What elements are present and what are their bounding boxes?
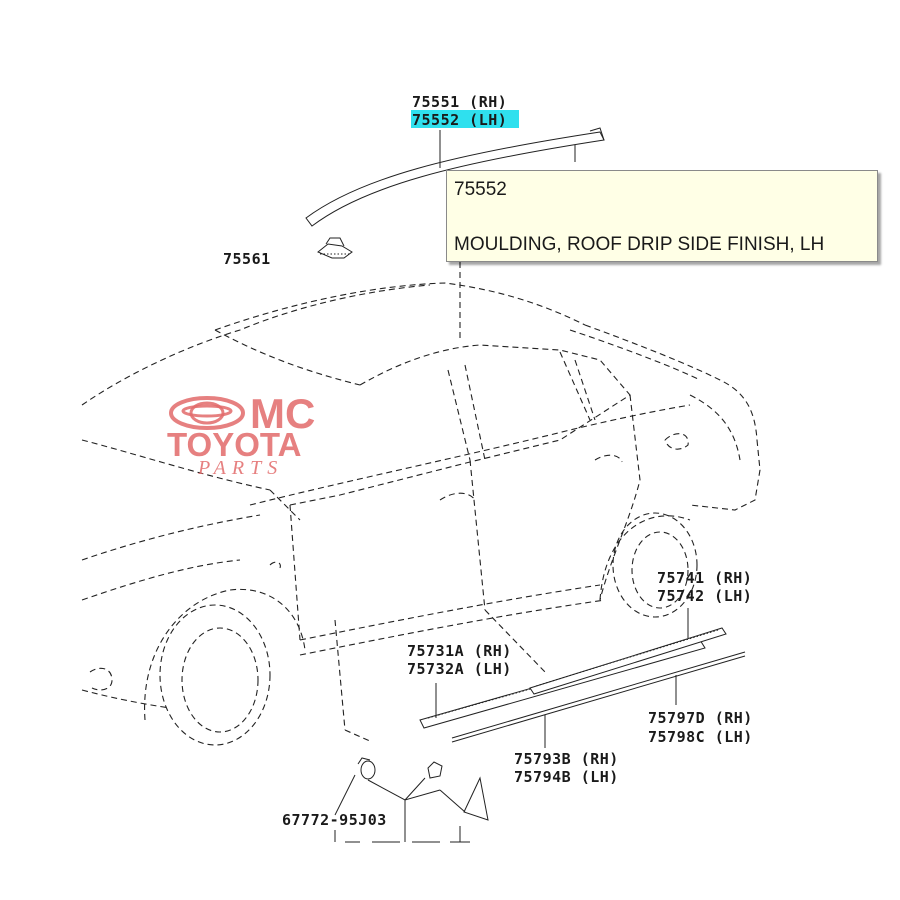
- side-moulding-75793B[interactable]: [451, 651, 746, 743]
- part-label-75742[interactable]: 75742 (LH): [657, 587, 752, 605]
- part-label-75732A[interactable]: 75732A (LH): [407, 660, 512, 678]
- car-body-outline: [81, 282, 761, 746]
- leader-rocker-to-body: [484, 609, 546, 673]
- part-label-75561[interactable]: 75561: [223, 250, 271, 268]
- leader-front-to-clip-2: [344, 729, 373, 743]
- roof-drip-moulding[interactable]: [305, 127, 605, 227]
- tooltip-part-description: MOULDING, ROOF DRIP SIDE FINISH, LH: [454, 234, 825, 255]
- leader-front-to-clip: [334, 619, 346, 731]
- part-label-75731A[interactable]: 75731A (RH): [407, 642, 512, 660]
- watermark-line-2: TOYOTA: [167, 426, 301, 463]
- selected-part-highlight: [411, 110, 519, 128]
- part-label-75794B[interactable]: 75794B (LH): [514, 768, 619, 786]
- clip-75561[interactable]: [317, 237, 353, 259]
- watermark-line-1: MC: [250, 390, 315, 437]
- tooltip-part-code: 75552: [454, 179, 507, 200]
- side-moulding-75741[interactable]: [529, 627, 727, 695]
- watermark-line-3: PARTS: [197, 457, 283, 479]
- part-tooltip: 75552 MOULDING, ROOF DRIP SIDE FINISH, L…: [446, 170, 878, 262]
- part-label-67772[interactable]: 67772-95J03: [282, 811, 387, 829]
- watermark-logo: MC TOYOTA PARTS: [167, 390, 315, 479]
- clip-67772[interactable]: [357, 757, 376, 780]
- part-label-75798C[interactable]: 75798C (LH): [648, 728, 753, 746]
- part-label-75793B[interactable]: 75793B (RH): [514, 750, 619, 768]
- part-label-75797D[interactable]: 75797D (RH): [648, 709, 753, 727]
- part-label-75552[interactable]: 75552 (LH): [412, 111, 507, 129]
- clip-leaders: [334, 774, 466, 842]
- part-label-75551[interactable]: 75551 (RH): [412, 93, 507, 111]
- clip-secondary[interactable]: [427, 761, 489, 821]
- part-label-75741[interactable]: 75741 (RH): [657, 569, 752, 587]
